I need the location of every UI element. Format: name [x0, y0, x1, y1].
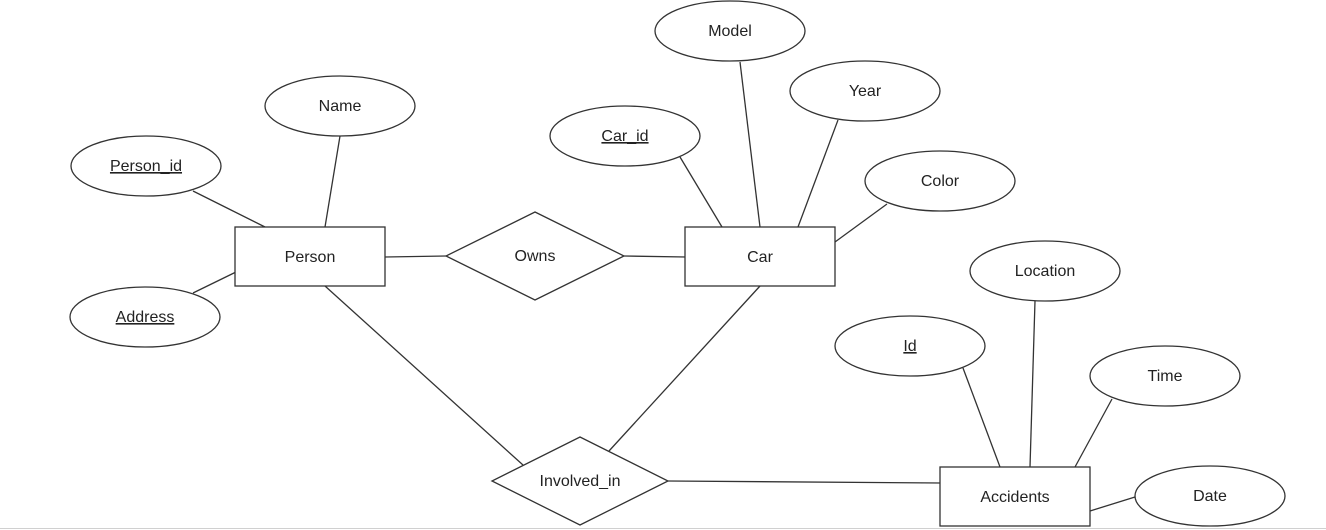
attribute-id[interactable]: Id: [834, 315, 986, 377]
attribute-location-label: Location: [1015, 263, 1076, 280]
relationship-owns-label: Owns: [515, 248, 556, 265]
attribute-car-id[interactable]: Car_id: [549, 105, 701, 167]
relationship-owns[interactable]: Owns: [444, 211, 626, 301]
relationship-involved-in[interactable]: Involved_in: [490, 436, 670, 526]
edge-person-involved: [324, 285, 524, 466]
attribute-date-label: Date: [1193, 488, 1227, 505]
attribute-person-id[interactable]: Person_id: [70, 135, 222, 197]
edge-car-involved: [608, 285, 761, 452]
attribute-date[interactable]: Date: [1134, 465, 1286, 527]
entity-person[interactable]: Person: [234, 226, 386, 287]
edge-name-person: [324, 135, 341, 228]
entity-person-label: Person: [285, 249, 336, 266]
edge-location-accidents: [1029, 300, 1036, 468]
entity-accidents-label: Accidents: [980, 489, 1049, 506]
attribute-color-label: Color: [921, 173, 960, 190]
edge-date-accidents: [1089, 496, 1136, 512]
edge-model-car: [739, 61, 761, 228]
entity-accidents[interactable]: Accidents: [939, 466, 1091, 527]
connectors: [192, 61, 1136, 512]
attribute-time-label: Time: [1148, 368, 1183, 385]
attribute-model-label: Model: [708, 23, 752, 40]
entity-car-label: Car: [747, 249, 773, 266]
edge-owns-car: [623, 255, 687, 258]
attribute-address-label: Address: [116, 309, 175, 326]
edge-person-id-person: [192, 190, 266, 228]
attribute-year[interactable]: Year: [789, 60, 941, 122]
edge-involved-accidents: [667, 480, 942, 484]
attribute-model[interactable]: Model: [654, 0, 806, 62]
relationship-involved-in-label: Involved_in: [540, 473, 621, 490]
entity-car[interactable]: Car: [684, 226, 836, 287]
attribute-location[interactable]: Location: [969, 240, 1121, 302]
attribute-address[interactable]: Address: [69, 286, 221, 348]
edge-year-car: [797, 119, 839, 228]
attribute-person-id-label: Person_id: [110, 158, 182, 175]
edge-color-car: [834, 203, 888, 243]
edge-address-person: [192, 271, 237, 294]
edge-car-id-car: [679, 156, 723, 228]
attribute-id-label: Id: [903, 338, 916, 355]
edge-id-accidents: [962, 367, 1001, 468]
attribute-car-id-label: Car_id: [601, 128, 648, 145]
attribute-year-label: Year: [849, 83, 882, 100]
attribute-color[interactable]: Color: [864, 150, 1016, 212]
attribute-time[interactable]: Time: [1089, 345, 1241, 407]
edge-person-owns: [384, 255, 447, 258]
attribute-name[interactable]: Name: [264, 75, 416, 137]
edge-time-accidents: [1074, 398, 1113, 468]
attribute-name-label: Name: [319, 98, 362, 115]
